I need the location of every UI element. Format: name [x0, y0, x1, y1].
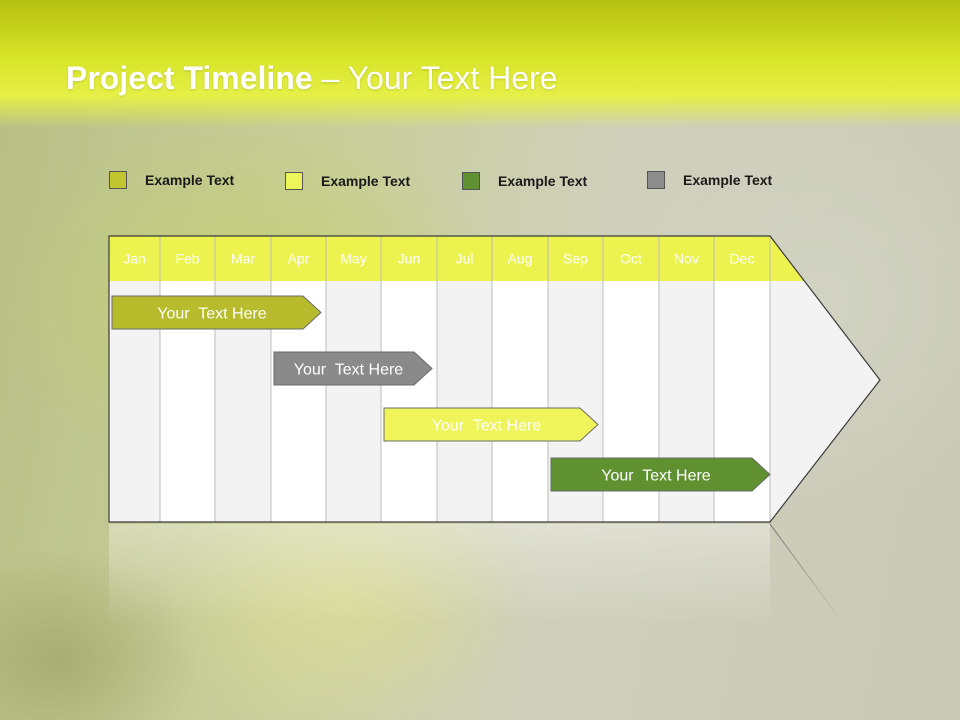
month-column-jul: [437, 236, 492, 522]
month-label-aug: Aug: [508, 251, 533, 267]
month-label-jan: Jan: [123, 251, 146, 267]
month-label-apr: Apr: [288, 251, 310, 267]
month-columns: [109, 236, 880, 522]
legend-item-2: Example Text: [285, 171, 410, 191]
month-label-sep: Sep: [563, 251, 588, 267]
task-arrow-4: [550, 457, 771, 492]
month-header-cell: [271, 236, 326, 281]
task-label-1: Your Text Here: [157, 306, 267, 323]
legend-label-3: Example Text: [498, 173, 588, 189]
month-label-jul: Jul: [456, 251, 474, 267]
month-header-cell: [215, 236, 271, 281]
legend-item-3: Example Text: [462, 171, 587, 191]
month-header-cell: [548, 236, 603, 281]
task-arrow-1: [111, 295, 322, 330]
reflection-edge-right: [769, 523, 843, 623]
legend-label-2: Example Text: [321, 173, 411, 189]
task-arrow-2: [273, 351, 433, 386]
legend-item-4: Example Text: [647, 170, 772, 190]
month-header-cell: [714, 236, 770, 281]
arrow-head-body: [770, 236, 880, 522]
title-rest: – Your Text Here: [312, 60, 558, 96]
month-header-cell: [109, 236, 160, 281]
task-label-4: Your Text Here: [601, 468, 711, 485]
month-header-cell: [492, 236, 548, 281]
month-label-feb: Feb: [175, 251, 199, 267]
month-label-oct: Oct: [620, 251, 642, 267]
month-header-cell: [326, 236, 381, 281]
legend-swatch-3: [462, 172, 480, 190]
timeline-border: [108, 235, 881, 523]
month-header-cell: [603, 236, 659, 281]
task-label-2: Your Text Here: [294, 362, 404, 379]
legend-swatch-4: [647, 171, 665, 189]
month-label-may: May: [340, 251, 366, 267]
legend-label-1: Example Text: [145, 172, 235, 188]
reflection-fill: [109, 524, 770, 624]
legend-item-1: Example Text: [109, 170, 234, 190]
month-column-aug: [492, 236, 548, 522]
month-header-cell: [381, 236, 437, 281]
legend-swatch-1: [109, 171, 127, 189]
month-label-jun: Jun: [398, 251, 421, 267]
task-arrow-3: [383, 407, 599, 442]
title-banner: [0, 0, 960, 128]
month-header-cell: [160, 236, 215, 281]
month-label-mar: Mar: [231, 251, 255, 267]
month-label-nov: Nov: [674, 251, 699, 267]
legend-swatch-2: [285, 172, 303, 190]
month-column-feb: [160, 236, 215, 522]
month-header-cell: [659, 236, 714, 281]
page-title: Project Timeline – Your Text Here: [66, 60, 558, 97]
month-column-jan: [109, 236, 160, 522]
month-label-dec: Dec: [730, 251, 755, 267]
month-column-mar: [215, 236, 271, 522]
month-header-cell: [437, 236, 492, 281]
title-bold: Project Timeline: [66, 60, 313, 96]
task-label-3: Your Text Here: [432, 418, 542, 435]
timeline-reflection: [108, 523, 843, 624]
legend-label-4: Example Text: [683, 172, 773, 188]
month-header: Jan Feb Mar Apr May Jun Jul Aug Sep Oct Nov Dec: [109, 236, 805, 281]
